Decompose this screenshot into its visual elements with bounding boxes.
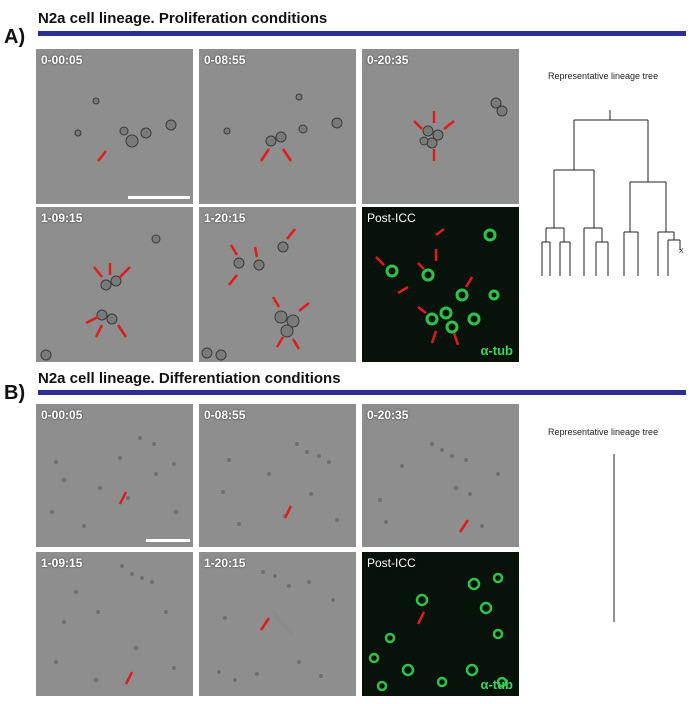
lineage-tree-label-b: Representative lineage tree [548,427,659,437]
panel-b-2: 0-08:55 [199,404,356,547]
micrograph-b-6 [368,572,508,692]
timestamp: 0-00:05 [41,53,83,67]
micrograph-a-2 [223,93,343,162]
section-b-label: B) [4,382,26,404]
micrograph-b-1 [50,436,178,528]
panel-a-6: Post-ICC α-tub [362,207,519,362]
timestamp: Post-ICC [367,556,416,570]
timestamp: 1-20:15 [204,211,246,225]
timestamp: Post-ICC [367,211,416,225]
micrograph-b-2 [221,442,339,526]
scale-bar [146,539,190,542]
micrograph-a-5 [201,228,310,361]
timestamp: 0-20:35 [367,408,409,422]
timestamp: 1-09:15 [41,211,83,225]
micrograph-b-4 [54,564,176,685]
section-a-title: N2a cell lineage. Proliferation conditio… [38,10,328,27]
micrograph-b-5 [217,570,335,682]
timestamp: 1-20:15 [204,556,246,570]
section-a-label: A) [4,26,26,48]
timestamp: 0-08:55 [204,53,246,67]
lineage-tree-label-a: Representative lineage tree [548,71,659,81]
micrograph-a-4 [40,234,161,361]
timestamp: 0-00:05 [41,408,83,422]
stain-label: α-tub [480,677,513,692]
panel-b-1: 0-00:05 [36,404,193,547]
timestamp: 0-08:55 [204,408,246,422]
micrograph-a-6 [375,228,500,346]
lineage-tree-a: X [541,110,684,276]
section-b-title: N2a cell lineage. Differentiation condit… [38,370,341,387]
panel-b-5: 1-20:15 [199,552,356,696]
micrograph-a-1 [74,97,177,162]
section-b-rule [38,390,686,395]
scale-bar [128,196,190,199]
panel-a-5: 1-20:15 [199,207,356,362]
lineage-tree-b [613,454,615,622]
timestamp: 0-20:35 [367,53,409,67]
section-a-rule [38,31,686,36]
panel-a-2: 0-08:55 [199,49,356,204]
lineage-tree-mark: X [679,248,684,255]
panel-a-4: 1-09:15 [36,207,193,362]
panel-a-3: 0-20:35 [362,49,519,204]
micrograph-a-3 [413,97,508,161]
panel-b-4: 1-09:15 [36,552,193,696]
micrograph-b-3 [378,442,500,533]
stain-label: α-tub [480,343,513,358]
timestamp: 1-09:15 [41,556,83,570]
panel-a-1: 0-00:05 [36,49,193,204]
panel-b-6: Post-ICC α-tub [362,552,519,696]
panel-b-3: 0-20:35 [362,404,519,547]
